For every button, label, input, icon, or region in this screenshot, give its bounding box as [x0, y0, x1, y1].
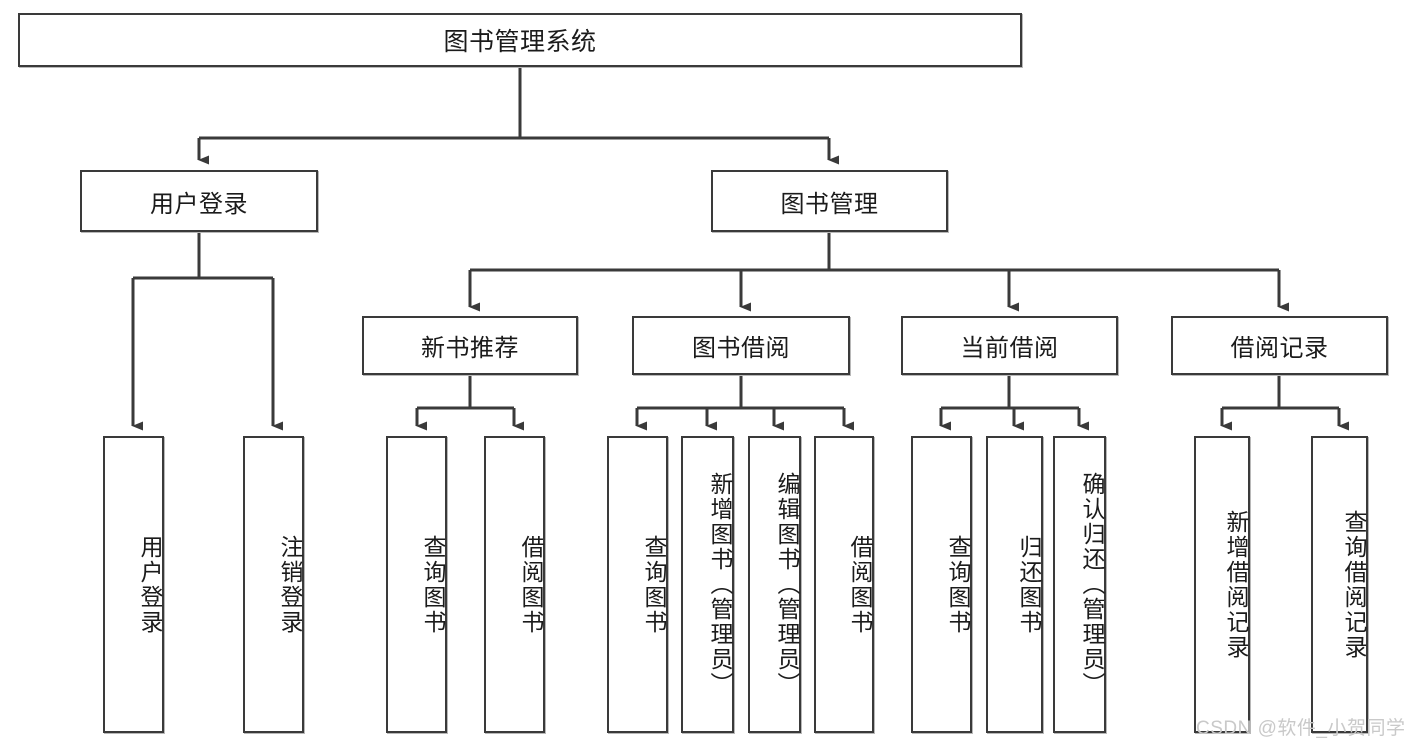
leaf-query-borrow-record[interactable]: 查询借阅记录	[1311, 436, 1368, 733]
leaf-user-login[interactable]: 用户登录	[103, 436, 164, 733]
leaf-add-borrow-record[interactable]: 新增借阅记录	[1194, 436, 1250, 733]
node-user-login[interactable]: 用户登录	[80, 170, 318, 232]
leaf-logout-login[interactable]: 注销登录	[243, 436, 304, 733]
node-root-system[interactable]: 图书管理系统	[18, 13, 1022, 67]
leaf-edit-book-admin[interactable]: 编辑图书（管理员）	[748, 436, 801, 733]
csdn-watermark: CSDN @软件_小贺同学	[1196, 718, 1405, 739]
node-book-manage[interactable]: 图书管理	[711, 170, 948, 232]
leaf-confirm-return-admin[interactable]: 确认归还（管理员）	[1053, 436, 1106, 733]
leaf-add-book-admin[interactable]: 新增图书（管理员）	[681, 436, 734, 733]
node-new-book-recommend[interactable]: 新书推荐	[362, 316, 578, 375]
leaf-query-book-current[interactable]: 查询图书	[911, 436, 972, 733]
leaf-borrow-book-newbook[interactable]: 借阅图书	[484, 436, 545, 733]
node-borrow-record[interactable]: 借阅记录	[1171, 316, 1388, 375]
leaf-return-book[interactable]: 归还图书	[986, 436, 1043, 733]
leaf-query-book-newbook[interactable]: 查询图书	[386, 436, 447, 733]
leaf-query-book-borrow[interactable]: 查询图书	[607, 436, 668, 733]
leaf-borrow-book[interactable]: 借阅图书	[814, 436, 874, 733]
node-current-borrow[interactable]: 当前借阅	[901, 316, 1118, 375]
node-book-borrow[interactable]: 图书借阅	[632, 316, 850, 375]
